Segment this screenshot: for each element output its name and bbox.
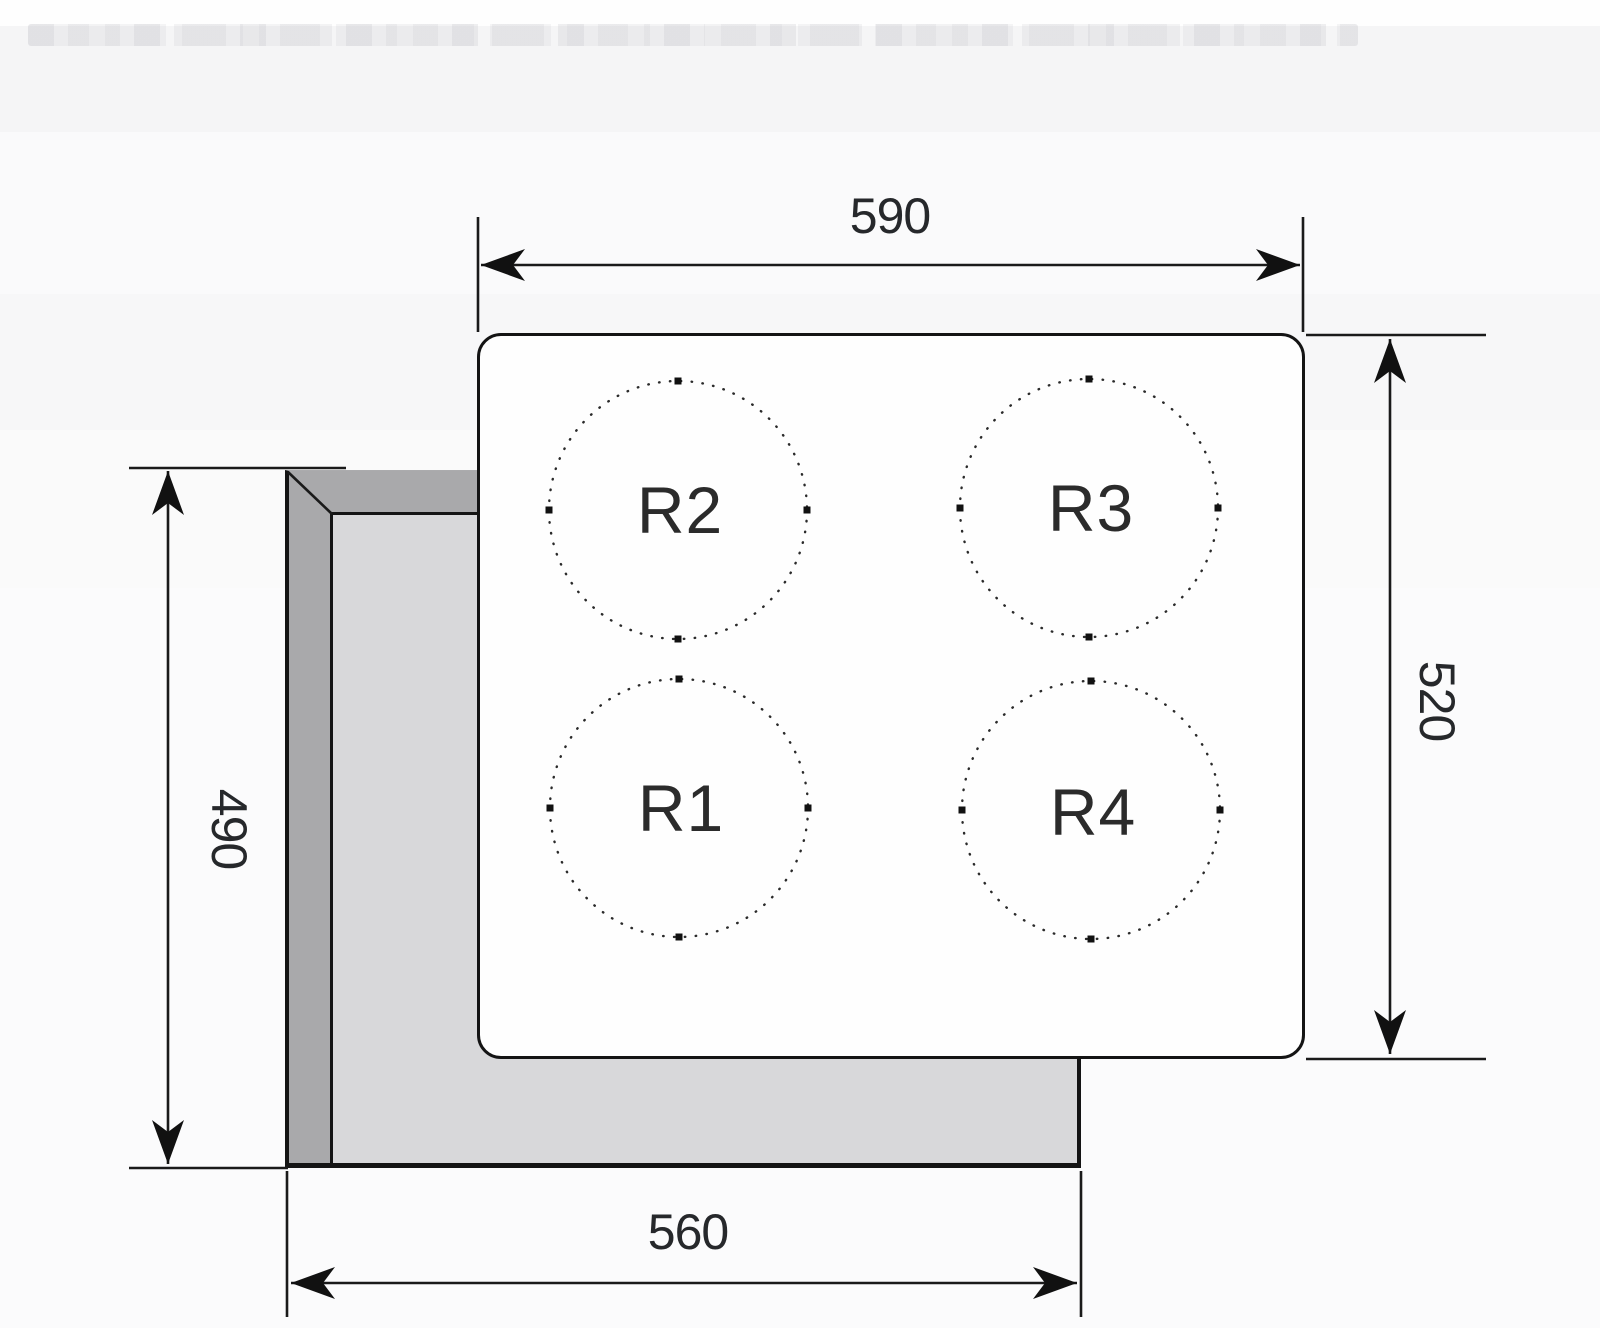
dim-label-520: 520 (1409, 660, 1465, 742)
hob-outline (477, 333, 1305, 1059)
counter-corner-diagonal (287, 471, 333, 515)
arrow-520-up (1374, 339, 1406, 383)
arrow-560-left (291, 1267, 335, 1299)
cut-off-watermark-text (28, 24, 1358, 46)
burner-label-r2: R2 (636, 473, 724, 547)
arrow-490-up (152, 471, 184, 515)
dimension-arrowheads (152, 249, 1406, 1299)
burner-label-r1: R1 (637, 771, 725, 845)
arrow-520-down (1374, 1010, 1406, 1054)
arrow-490-down (152, 1120, 184, 1164)
burner-label-r3: R3 (1047, 471, 1135, 545)
burner-cardinal-dots (545, 375, 1224, 943)
dim-label-490: 490 (201, 788, 257, 870)
arrow-590-left (481, 249, 525, 281)
arrow-560-right (1033, 1267, 1077, 1299)
dim-label-590: 590 (849, 188, 931, 244)
dimension-lines (129, 217, 1486, 1317)
arrow-590-right (1256, 249, 1300, 281)
dim-label-560: 560 (647, 1204, 729, 1260)
burner-label-r4: R4 (1049, 775, 1137, 849)
burner-rings (547, 377, 1222, 941)
